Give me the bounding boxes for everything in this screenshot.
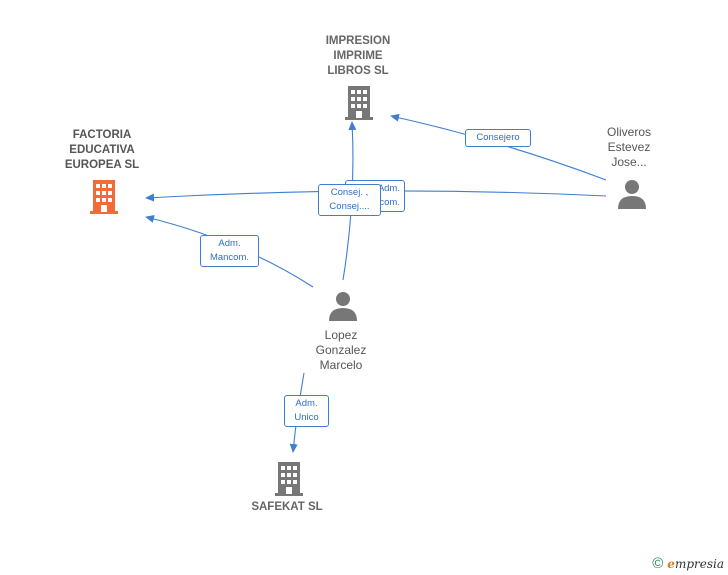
edge-label-adm-mancom[interactable]: Adm. Mancom. [200,235,259,267]
label-line: IMPRIME [333,50,383,62]
node-label-oliveros[interactable]: Oliveros Estevez Jose... [590,125,668,170]
building-icon[interactable] [343,84,375,120]
label-line: Gonzalez [315,343,367,357]
label-line: Marcelo [319,358,363,372]
label-line: Adm. [295,398,318,409]
brand-name: mpresia [674,556,724,571]
label-line: SAFEKAT SL [251,501,323,513]
label-line: EUROPEA SL [64,159,140,171]
label-line: Consej. , [330,187,369,198]
label-line: Consejero [476,132,520,143]
node-label-impresion[interactable]: IMPRESION IMPRIME LIBROS SL [300,34,416,79]
label-line: Estevez [607,140,651,154]
label-line: Lopez [324,328,358,342]
label-line: LIBROS SL [327,65,389,77]
brand-initial: e [667,556,675,571]
label-line: FACTORIA [72,129,132,141]
label-line: Adm. [377,183,400,194]
node-label-lopez[interactable]: Lopez Gonzalez Marcelo [301,328,381,373]
brand-logo[interactable]: empresia [667,557,724,571]
edge-label-consej[interactable]: Consej. , Consej.... [318,184,381,216]
node-label-factoria[interactable]: FACTORIA EDUCATIVA EUROPEA SL [46,128,158,173]
edge-oliveros-impresion [390,113,607,181]
node-label-safekat[interactable]: SAFEKAT SL [239,500,335,515]
edge-label-consejero[interactable]: Consejero [465,129,531,147]
label-line: Oliveros [606,125,651,139]
label-line: Mancom. [209,252,250,263]
person-icon[interactable] [327,290,359,322]
footer-brand: © empresia [652,555,724,572]
label-line: EDUCATIVA [69,144,135,156]
label-line: Jose... [611,155,647,169]
edge-label-adm-unico[interactable]: Adm. Unico [284,395,329,427]
copyright-icon: © [652,555,664,572]
label-line: Unico [294,412,319,423]
building-icon[interactable] [88,178,120,214]
label-line: IMPRESION [325,35,391,47]
building-icon[interactable] [273,460,305,496]
person-icon[interactable] [616,178,648,210]
label-line: Consej.... [329,201,370,212]
label-line: Adm. [218,238,241,249]
